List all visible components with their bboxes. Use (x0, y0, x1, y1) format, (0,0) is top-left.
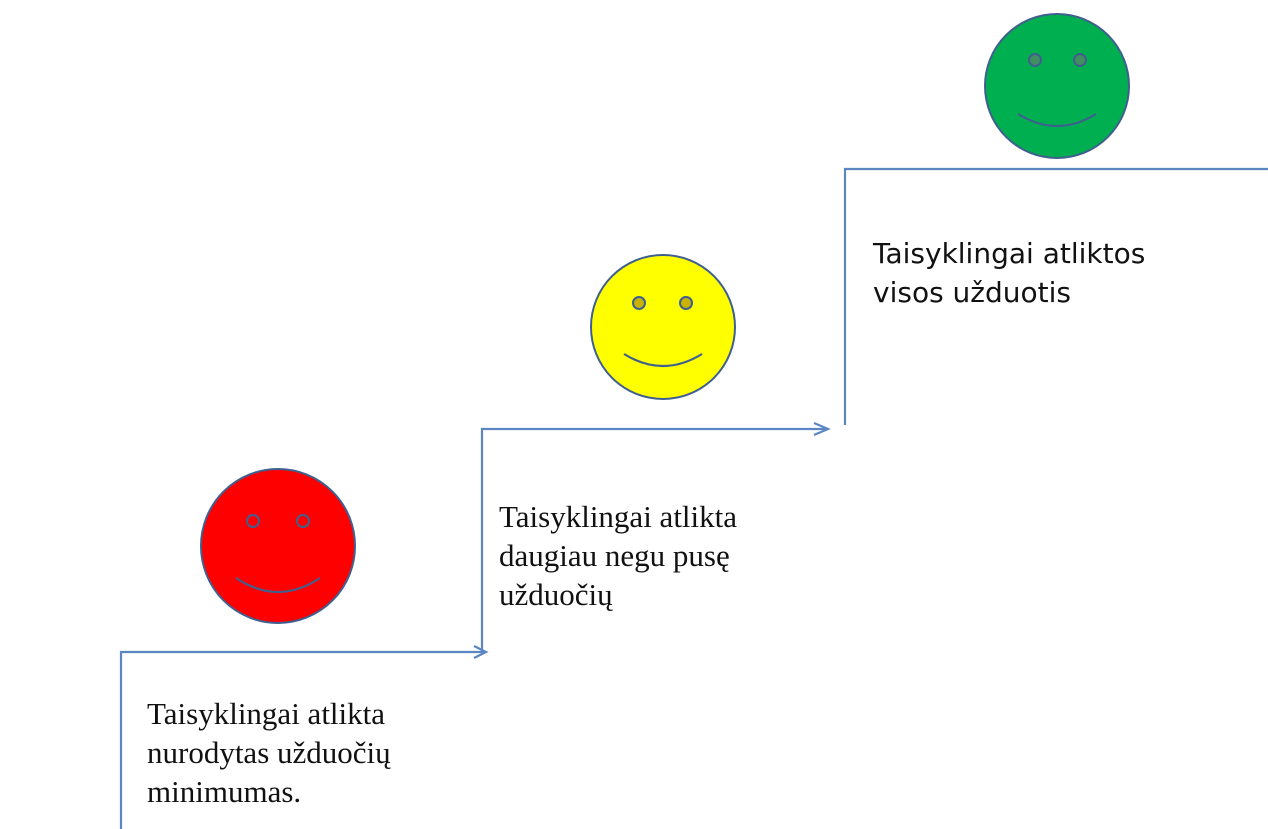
step-2-label-line: Taisyklingai atlikta (499, 499, 738, 534)
stair-step-1-arrowhead (473, 645, 489, 659)
yellow-smiley-icon (590, 254, 736, 400)
stair-step-2-arrowhead (813, 421, 831, 437)
green-smiley-icon (984, 13, 1130, 159)
stair-step-3-line (843, 167, 1268, 425)
step-1-label-line: minimumas. (147, 773, 302, 809)
stair-path (119, 167, 1268, 829)
step-3-label-line: visos užduotis (873, 276, 1071, 310)
step-2-label-line: daugiau negu pusę (499, 537, 730, 573)
step-1-label: Taisyklingai atlikta nurodytas užduočių … (147, 695, 391, 811)
step-2-label-line: užduočių (499, 576, 613, 612)
step-3-label: Taisyklingai atliktos visos užduotis (873, 234, 1145, 312)
step-1-label-line: nurodytas užduočių (147, 734, 391, 770)
stair-step-1-line (119, 650, 484, 829)
step-1-label-line: Taisyklingai atlikta (147, 696, 386, 731)
step-2-label: Taisyklingai atlikta daugiau negu pusę u… (499, 498, 737, 614)
step-3-label-line: Taisyklingai atliktos (873, 237, 1146, 270)
stair-step-2-line (480, 427, 826, 652)
red-smiley-icon (200, 468, 356, 624)
